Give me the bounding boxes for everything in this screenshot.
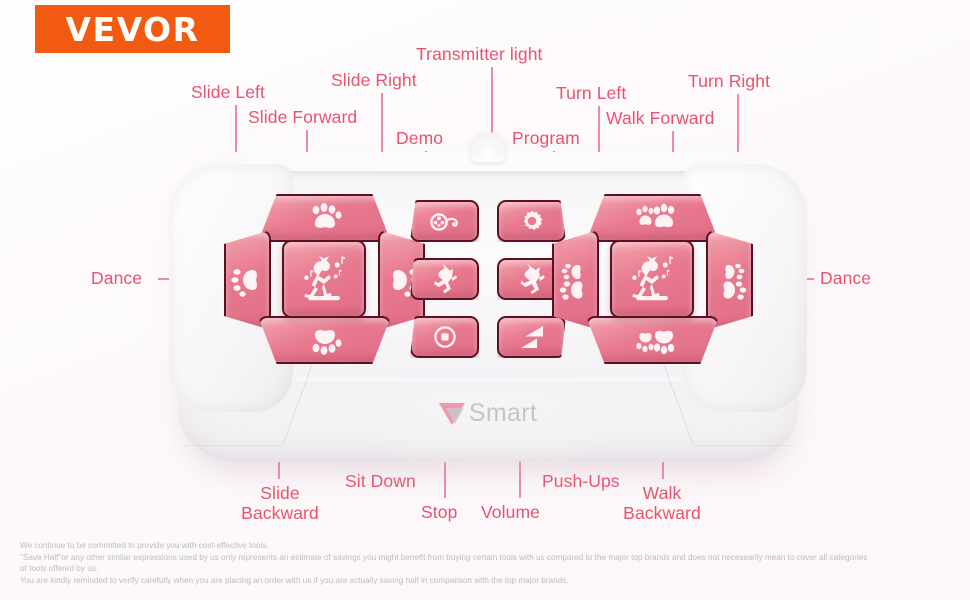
label-slide-forward: Slide Forward [248,107,358,127]
label-dance-left: Dance [91,268,143,288]
walk-backward-button[interactable] [586,316,719,364]
stop-button[interactable] [410,316,479,358]
smart-watermark: Smart [438,399,538,428]
label-walk-backward-line2: Backward [623,503,701,524]
label-walk-backward-line1: Walk [642,483,682,503]
label-push-ups: Push-Ups [542,471,620,491]
gear-icon [523,210,542,231]
volume-button[interactable] [497,316,566,358]
sit-down-button[interactable] [410,258,479,300]
label-stop: Stop [421,502,458,522]
label-slide-backward: Slide Backward [228,483,332,523]
slide-forward-button[interactable] [258,194,391,242]
paw-turn-right-icon [723,263,746,300]
vevor-logo-text: VEVOR [65,9,200,49]
paw-walk-down-icon [635,330,674,355]
paw-left-icon [230,269,257,297]
label-slide-backward-line2: Backward [241,503,319,524]
label-walk-backward: Walk Backward [610,483,714,523]
leader-slide-left [235,105,237,197]
dance-right-button[interactable] [610,240,694,318]
smart-watermark-text: Smart [468,399,538,427]
label-transmitter-light: Transmitter light [416,44,543,64]
right-direction-pad [552,194,753,364]
walk-forward-button[interactable] [586,194,719,242]
turn-left-button[interactable] [552,230,599,330]
dance-left-button[interactable] [282,240,366,318]
slide-left-button[interactable] [224,230,271,330]
turn-right-button[interactable] [706,230,753,330]
label-program: Program [512,128,580,148]
transmitter-light-icon [471,132,505,162]
volume-icon [520,326,543,348]
leader-transmitter-light [491,67,493,138]
cat-pushups-icon [520,264,544,294]
stop-icon [433,326,456,348]
dancing-cat-icon [632,256,673,301]
disclaimer-line-3: of tools offered by us. [20,564,99,574]
film-reel-icon [429,213,458,231]
label-turn-right: Turn Right [688,71,771,91]
remote-control: Smart [168,132,808,472]
smart-logo-icon [438,401,465,427]
dancing-cat-icon [304,256,345,301]
vevor-logo: VEVOR [35,5,230,53]
label-dance-right: Dance [820,268,872,288]
label-sit-down: Sit Down [345,471,416,491]
left-direction-pad [224,194,425,364]
label-volume: Volume [481,502,540,522]
disclaimer-line-2: "Save Half"or any other similar expressi… [20,552,868,562]
center-button-grid [410,200,566,358]
cat-sitting-icon [433,264,457,294]
legal-disclaimer: We continue to be committed to provide y… [20,540,952,587]
disclaimer-line-1: We continue to be committed to provide y… [20,541,269,550]
label-slide-left: Slide Left [191,82,265,102]
paw-turn-left-icon [559,263,582,300]
demo-button[interactable] [410,200,479,242]
label-turn-left: Turn Left [556,83,627,103]
label-slide-right: Slide Right [331,70,417,90]
paw-walk-up-icon [635,203,674,228]
label-walk-forward: Walk Forward [606,108,715,128]
label-slide-backward-line1: Slide [260,483,300,503]
slide-backward-button[interactable] [258,316,391,364]
disclaimer-line-4: You are kindly reminded to verify carefu… [20,575,569,585]
paw-up-icon [312,203,341,228]
paw-down-icon [312,330,341,355]
label-demo: Demo [396,128,444,148]
